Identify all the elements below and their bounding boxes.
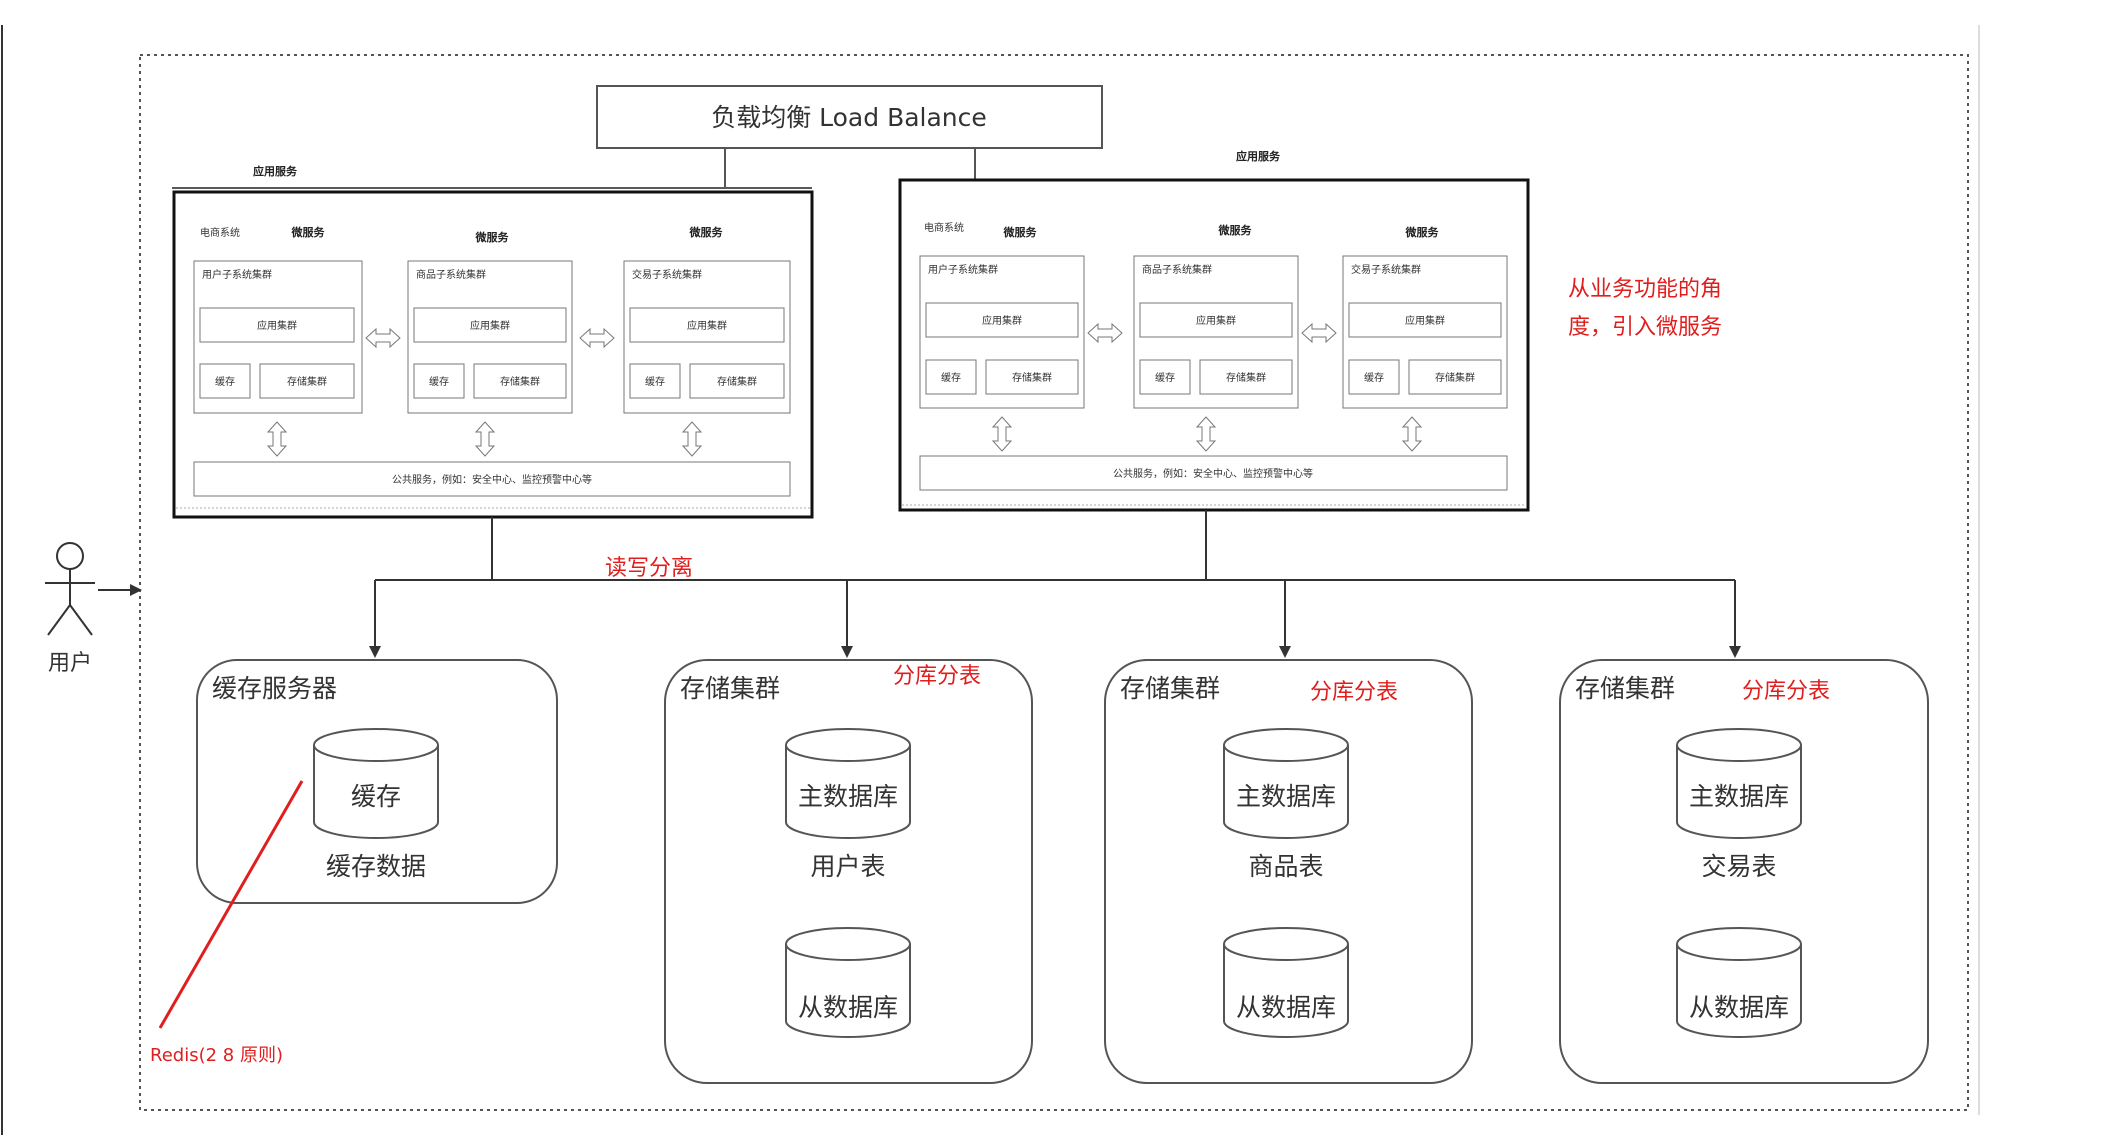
horizontal-double-arrow-icon xyxy=(579,327,615,349)
microservice-header: 微服务 xyxy=(291,225,326,239)
load-balancer-label: 负载均衡 Load Balance xyxy=(711,103,987,132)
cluster-label: 商品子系统集群 xyxy=(1142,263,1212,276)
storage-label: 存储集群 xyxy=(717,375,757,388)
app-cluster-label: 应用集群 xyxy=(470,319,510,332)
microservice-header: 微服务 xyxy=(475,230,510,244)
master-database-icon xyxy=(785,728,911,839)
read-write-split-label: 读写分离 xyxy=(605,556,693,581)
table-label: 用户表 xyxy=(810,852,885,881)
microservice-note-line2: 度，引入微服务 xyxy=(1568,315,1722,340)
vertical-double-arrow-icon xyxy=(681,421,703,457)
storage-cluster-title: 存储集群 xyxy=(1120,674,1220,703)
load-balancer: 负载均衡 Load Balance xyxy=(596,85,1103,149)
horizontal-double-arrow-icon xyxy=(1087,322,1123,344)
user-label: 用户 xyxy=(48,651,92,676)
storage-label: 存储集群 xyxy=(287,375,327,388)
cache-caption: 缓存数据 xyxy=(326,852,426,881)
cache-server-title: 缓存服务器 xyxy=(212,674,337,703)
slave-database-icon xyxy=(785,927,911,1038)
app-cluster-label: 应用集群 xyxy=(1405,314,1445,327)
system-label: 电商系统 xyxy=(200,226,240,239)
user-actor-icon xyxy=(45,542,95,636)
vertical-double-arrow-icon xyxy=(474,421,496,457)
app-cluster-label: 应用集群 xyxy=(257,319,297,332)
app-service-title: 应用服务 xyxy=(1236,149,1281,163)
app-cluster-label: 应用集群 xyxy=(1196,314,1236,327)
system-label: 电商系统 xyxy=(924,221,964,234)
sharding-label: 分库分表 xyxy=(1742,679,1830,704)
sharding-label: 分库分表 xyxy=(893,664,981,689)
master-database-icon xyxy=(1676,728,1802,839)
redis-pointer-line xyxy=(158,780,304,1029)
storage-cluster-title: 存储集群 xyxy=(680,674,780,703)
horizontal-double-arrow-icon xyxy=(1301,322,1337,344)
cluster-label: 交易子系统集群 xyxy=(632,268,702,281)
table-label: 商品表 xyxy=(1248,852,1323,881)
app-cluster-label: 应用集群 xyxy=(687,319,727,332)
table-label: 交易表 xyxy=(1701,852,1776,881)
app-service-panel-2: 应用服务 电商系统 微服务 微服务 微服务 用户子系统集群 应用集群 缓存 存储… xyxy=(898,149,1530,512)
subsystem-cluster: 用户子系统集群 应用集群 缓存 存储集群 xyxy=(193,260,363,414)
slave-db-label: 从数据库 xyxy=(1236,993,1336,1022)
system-boundary xyxy=(139,54,1969,1111)
vertical-double-arrow-icon xyxy=(1401,416,1423,452)
master-db-label: 主数据库 xyxy=(1689,782,1789,811)
slave-db-label: 从数据库 xyxy=(1689,993,1789,1022)
cache-label: 缓存 xyxy=(215,375,235,388)
public-services-bar: 公共服务，例如：安全中心、监控预警中心等 xyxy=(392,473,592,486)
slave-database-icon xyxy=(1223,927,1349,1038)
storage-cluster: 存储集群 分库分表 主数据库 交易表 从数据库 xyxy=(1559,659,1929,1084)
cache-label: 缓存 xyxy=(1155,371,1175,384)
cache-label: 缓存 xyxy=(941,371,961,384)
public-services-bar: 公共服务，例如：安全中心、监控预警中心等 xyxy=(1113,467,1313,480)
horizontal-double-arrow-icon xyxy=(365,327,401,349)
subsystem-cluster: 商品子系统集群 应用集群 缓存 存储集群 xyxy=(407,260,573,414)
app-service-title: 应用服务 xyxy=(253,164,298,178)
microservice-header: 微服务 xyxy=(1405,225,1440,239)
storage-label: 存储集群 xyxy=(1226,371,1266,384)
master-database-icon xyxy=(1223,728,1349,839)
microservice-header: 微服务 xyxy=(1218,223,1253,237)
app-cluster-label: 应用集群 xyxy=(982,314,1022,327)
subsystem-cluster: 交易子系统集群 应用集群 缓存 存储集群 xyxy=(623,260,791,414)
cluster-label: 用户子系统集群 xyxy=(202,268,272,281)
microservice-header: 微服务 xyxy=(689,225,724,239)
cache-server: 缓存服务器 缓存 缓存数据 xyxy=(196,659,558,904)
cache-db-label: 缓存 xyxy=(351,782,401,811)
redis-note: Redis(2 8 原则) xyxy=(150,1045,283,1066)
sharding-label: 分库分表 xyxy=(1310,680,1398,705)
storage-cluster-title: 存储集群 xyxy=(1575,674,1675,703)
slave-database-icon xyxy=(1676,927,1802,1038)
vertical-double-arrow-icon xyxy=(991,416,1013,452)
cluster-label: 交易子系统集群 xyxy=(1351,263,1421,276)
cluster-label: 用户子系统集群 xyxy=(928,263,998,276)
vertical-double-arrow-icon xyxy=(266,421,288,457)
subsystem-cluster: 用户子系统集群 应用集群 缓存 存储集群 xyxy=(919,255,1085,409)
cluster-label: 商品子系统集群 xyxy=(416,268,486,281)
master-db-label: 主数据库 xyxy=(798,782,898,811)
storage-label: 存储集群 xyxy=(1435,371,1475,384)
storage-cluster: 存储集群 分库分表 主数据库 用户表 从数据库 xyxy=(664,659,1033,1084)
app-service-panel-1: 应用服务 电商系统 微服务 微服务 微服务 用户子系统集群 应用集群 缓存 存储… xyxy=(172,164,814,519)
microservice-note-line1: 从业务功能的角 xyxy=(1568,277,1722,302)
storage-label: 存储集群 xyxy=(1012,371,1052,384)
vertical-double-arrow-icon xyxy=(1195,416,1217,452)
master-db-label: 主数据库 xyxy=(1236,782,1336,811)
cache-label: 缓存 xyxy=(1364,371,1384,384)
cache-database-icon xyxy=(313,728,439,839)
storage-cluster: 存储集群 分库分表 主数据库 商品表 从数据库 xyxy=(1104,659,1473,1084)
subsystem-cluster: 商品子系统集群 应用集群 缓存 存储集群 xyxy=(1133,255,1299,409)
microservice-header: 微服务 xyxy=(1003,225,1038,239)
storage-label: 存储集群 xyxy=(500,375,540,388)
slave-db-label: 从数据库 xyxy=(798,993,898,1022)
cache-label: 缓存 xyxy=(645,375,665,388)
subsystem-cluster: 交易子系统集群 应用集群 缓存 存储集群 xyxy=(1342,255,1508,409)
cache-label: 缓存 xyxy=(429,375,449,388)
